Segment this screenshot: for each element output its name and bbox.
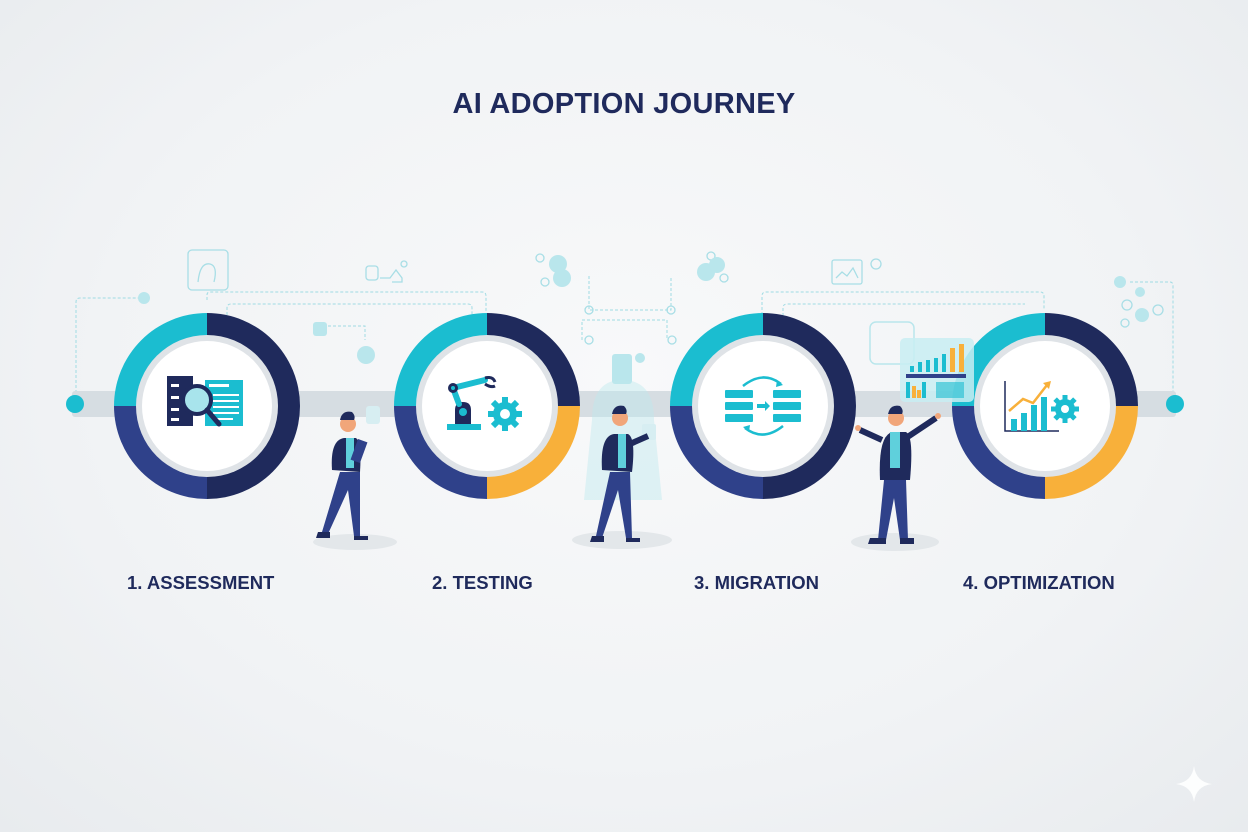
sparkle-icon — [1176, 766, 1212, 802]
step-1-ring[interactable] — [114, 313, 300, 499]
page-title: AI ADOPTION JOURNEY — [452, 88, 796, 120]
person-with-hologram-illustration — [572, 380, 672, 549]
person-with-clipboard-illustration — [313, 406, 397, 550]
step-1-label: 1. ASSESSMENT — [127, 572, 275, 593]
document-magnifier-icon — [167, 376, 243, 427]
step-3-ring[interactable] — [670, 313, 856, 499]
growth-chart-gear-icon — [1004, 381, 1079, 432]
step-4-label: 4. OPTIMIZATION — [963, 572, 1115, 593]
timeline-end-dot — [1166, 395, 1184, 413]
step-2-label: 2. TESTING — [432, 572, 533, 593]
person-presenting-dashboard-illustration — [851, 321, 974, 551]
step-3-label: 3. MIGRATION — [694, 572, 820, 593]
robot-arm-gear-icon — [447, 376, 522, 431]
timeline-start-dot — [66, 395, 84, 413]
server-transfer-icon — [725, 376, 801, 436]
step-4-ring[interactable] — [952, 313, 1138, 499]
step-2-ring[interactable] — [394, 313, 580, 499]
